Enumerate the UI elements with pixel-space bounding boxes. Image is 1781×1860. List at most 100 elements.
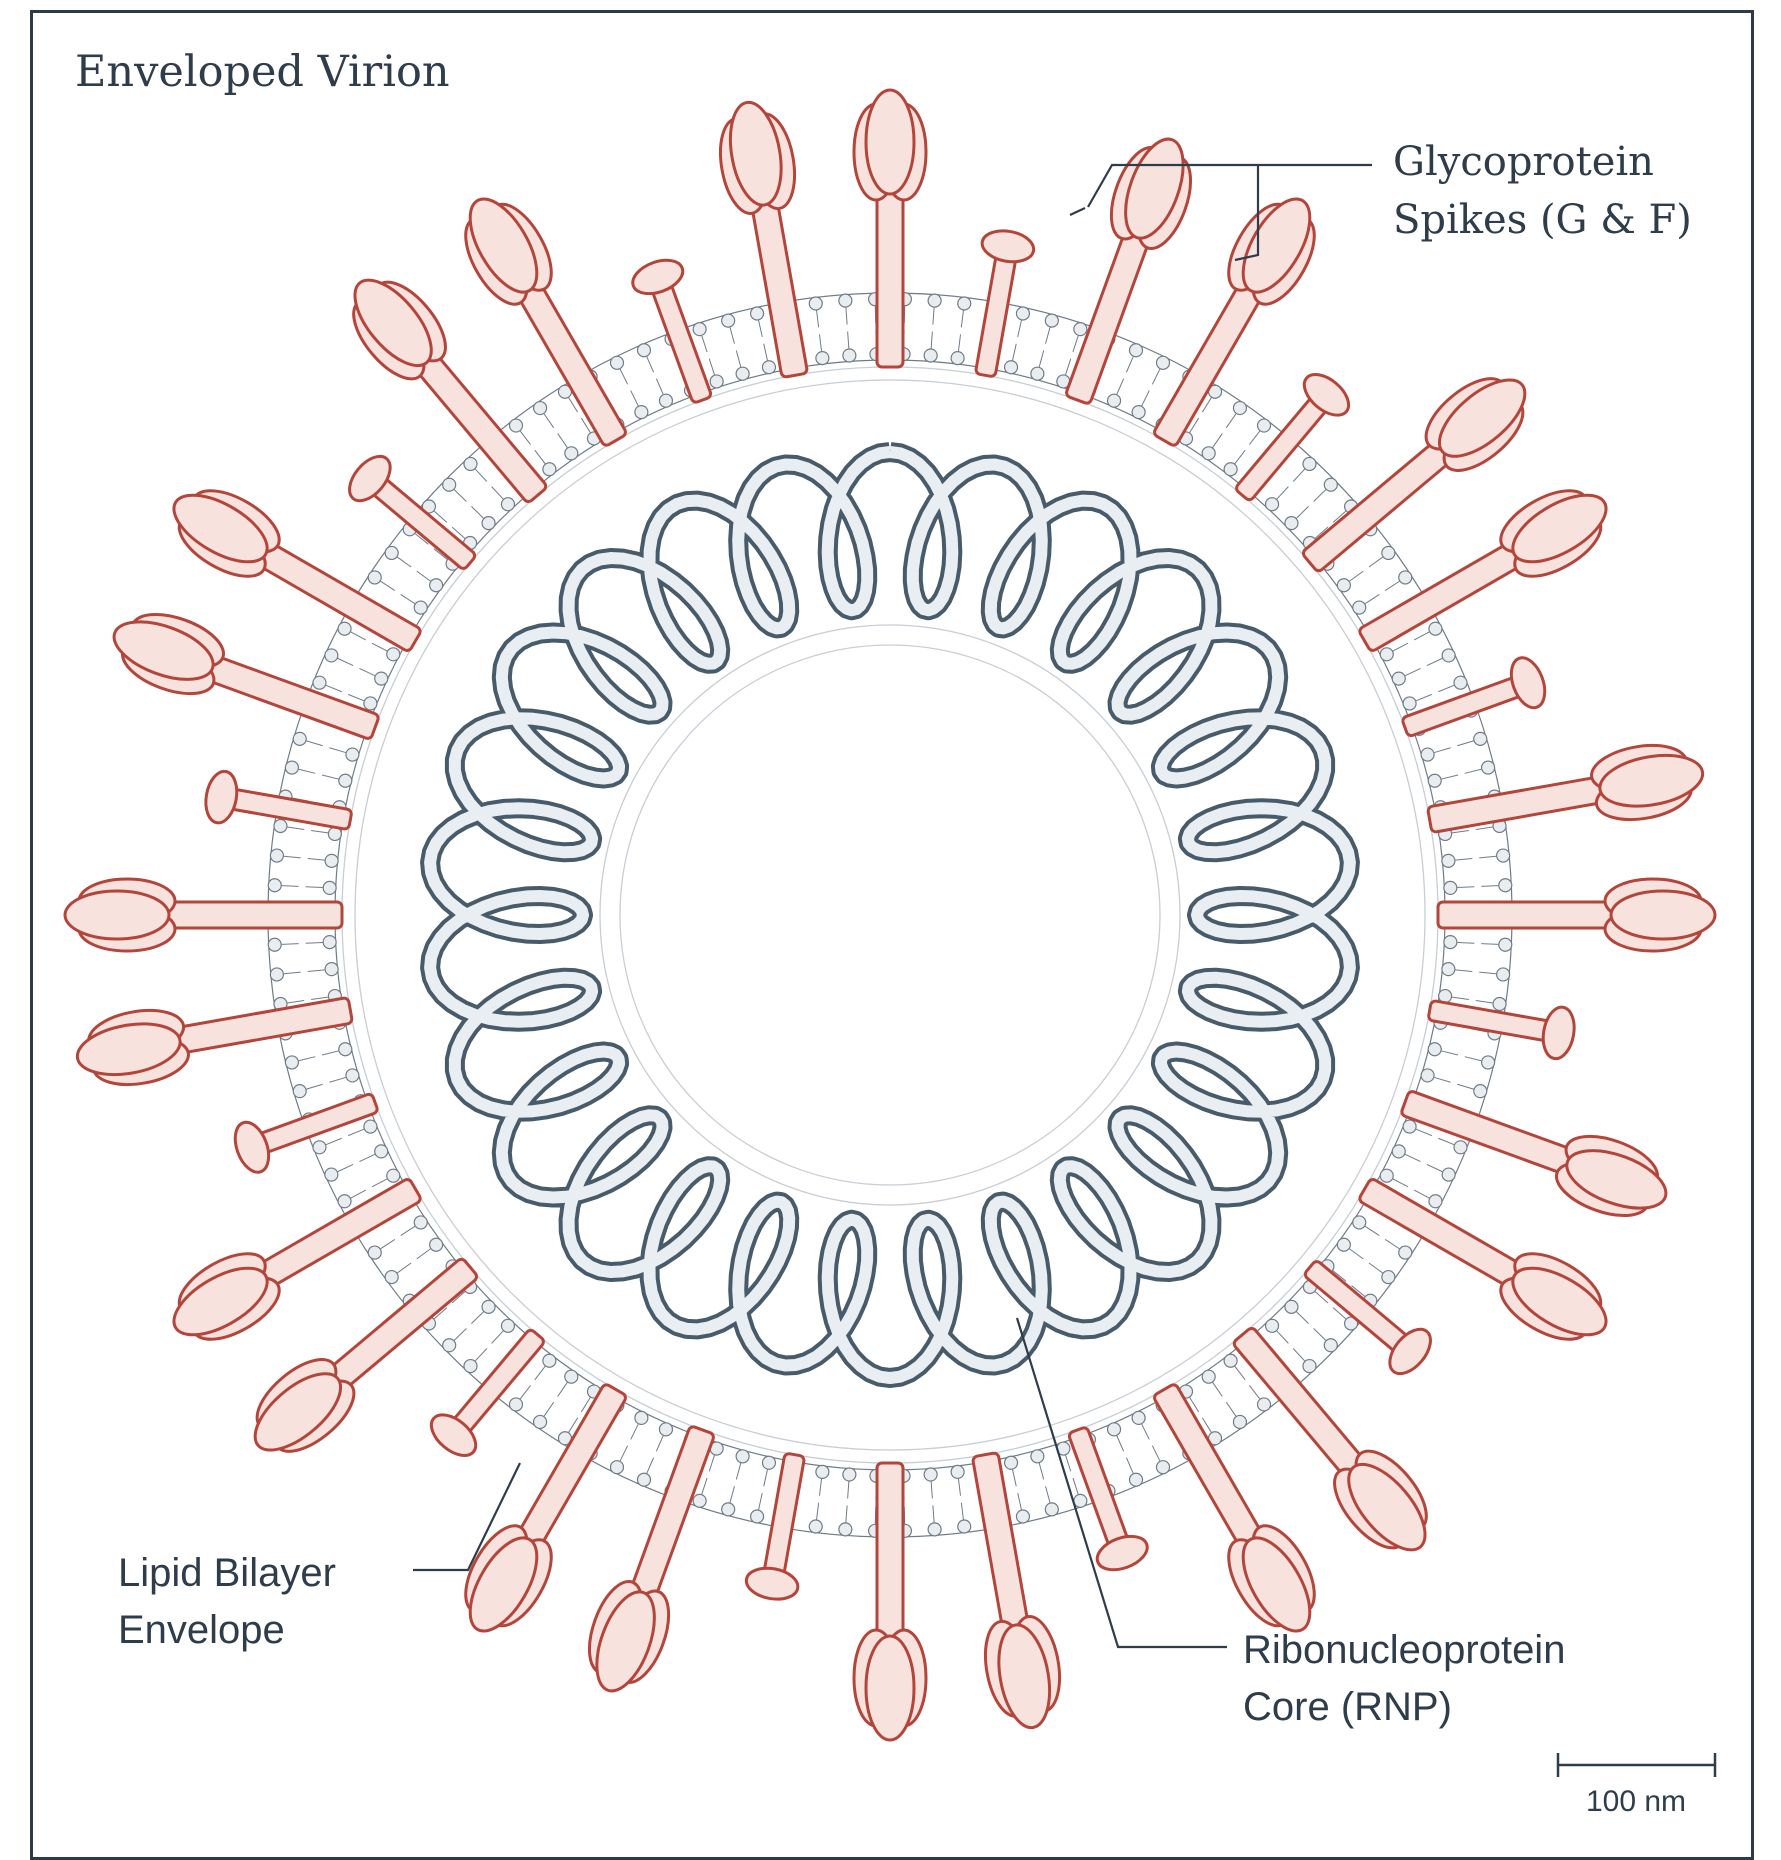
lipid-head-inner [816, 352, 829, 365]
lipid-tail [759, 320, 763, 337]
lipid-tail [1142, 1424, 1150, 1439]
lipid-head-inner [414, 601, 427, 614]
spike-head-small [1093, 1530, 1152, 1576]
lipid-tail [933, 308, 934, 325]
rnp-leader-line [1017, 1318, 1227, 1647]
lipid-head-inner [482, 1300, 495, 1313]
matrix-layer [342, 367, 1438, 1463]
lipid-tail [1152, 369, 1160, 384]
lipid-head-inner [951, 1465, 964, 1478]
spike-head-small [744, 1564, 800, 1603]
lipid-head-inner [325, 854, 338, 867]
lipid-tail [961, 1503, 963, 1520]
lipid-head-outer [1399, 1246, 1412, 1259]
spike-stalk [1235, 393, 1331, 502]
lipid-tail [647, 1458, 654, 1474]
lipid-tail [287, 827, 304, 829]
lipid-head-outer [1474, 732, 1487, 745]
lipid-tail [306, 741, 322, 746]
lipid-tail [1481, 886, 1498, 887]
lipid-head-inner [1202, 1370, 1215, 1383]
lipid-tail [372, 1179, 387, 1187]
lipid-head-outer [809, 297, 822, 310]
spike-stalk [450, 1328, 546, 1437]
lipid-head-inner [659, 1423, 672, 1436]
lipid-head-outer [958, 297, 971, 310]
lipid-head-inner [1266, 1319, 1279, 1332]
lipid-tail [1073, 1478, 1078, 1494]
lipid-tail [311, 830, 328, 832]
spike-stalk [975, 250, 1016, 377]
lipid-head-inner [1444, 881, 1457, 894]
lipid-tail [1365, 594, 1379, 603]
lipid-tail [348, 1129, 364, 1135]
lipid-head-outer [313, 1141, 326, 1154]
lipid-tail [1452, 997, 1469, 999]
lipid-head-inner [1421, 748, 1434, 761]
lipid-head-inner [1353, 1216, 1366, 1229]
lipid-tail [308, 970, 325, 972]
lipid-head-inner [816, 1465, 829, 1478]
lipid-tail [1296, 506, 1308, 518]
lipid-head-outer [325, 1168, 338, 1181]
lipid-tail [282, 886, 299, 887]
lipid-tail [558, 434, 568, 448]
lipid-tail [544, 1402, 554, 1416]
lipid-tail [492, 487, 504, 499]
spike-head-small [202, 769, 241, 825]
lipid-head-outer [693, 323, 706, 336]
lipid-tail [372, 643, 387, 651]
g-protein-spike [71, 975, 356, 1094]
lipid-head-inner [659, 394, 672, 407]
lipid-head-inner [762, 1456, 775, 1469]
lipid-tail [736, 351, 740, 367]
lipid-tail [1427, 1164, 1442, 1171]
spike-stalk [763, 1453, 804, 1580]
lipid-tail [1457, 942, 1474, 943]
lipid-tail [958, 1479, 960, 1496]
lipid-head-outer [443, 478, 456, 491]
lipid-head-inner [1285, 517, 1298, 530]
lipid-head-inner [1031, 1450, 1044, 1463]
lipid-tail [1452, 830, 1469, 832]
lipid-tail [329, 748, 345, 753]
lipid-tail [846, 1505, 847, 1522]
lipid-tail [1213, 434, 1223, 448]
lipid-head-outer [1499, 938, 1512, 951]
lipid-tail [322, 1051, 339, 1055]
lipid-tail [1073, 336, 1078, 352]
lipid-head-outer [693, 1494, 706, 1507]
lipid-tail [1213, 1382, 1223, 1396]
lipid-head-inner [1266, 498, 1279, 511]
spike-head-center [1611, 891, 1715, 939]
lipid-head-inner [346, 748, 359, 761]
lipid-tail [1414, 632, 1429, 640]
lipid-tail [397, 557, 411, 567]
lipid-tail [1385, 581, 1399, 590]
lipid-head-outer [1130, 344, 1143, 357]
lipid-tail [1465, 769, 1482, 773]
lipid-head-outer [1454, 676, 1467, 689]
matrix-ring [355, 380, 1425, 1450]
lipid-tail [306, 887, 323, 888]
lipid-head-outer [722, 314, 735, 327]
lipid-tail [401, 1226, 415, 1235]
lipid-tail [1039, 351, 1043, 367]
spike-head-small [229, 1118, 275, 1177]
lipid-tail [1457, 1084, 1473, 1089]
lipid-tail [1365, 1226, 1379, 1235]
scale-bar-label: 100 nm [1586, 1785, 1686, 1818]
lipid-label-line1: Lipid Bilayer [118, 1551, 336, 1595]
g-protein-spike [950, 1448, 1069, 1733]
lipid-head-inner [951, 352, 964, 365]
lipid-tail [1314, 1329, 1326, 1341]
lipid-head-inner [1132, 406, 1145, 419]
lipid-tail [1465, 1057, 1482, 1061]
lipid-head-inner [1444, 936, 1457, 949]
lipid-head-outer [1429, 1195, 1442, 1208]
lipid-tail [329, 1077, 345, 1082]
lipid-tail [475, 469, 487, 481]
lipid-tail [620, 1446, 628, 1461]
lipid-tail [736, 1463, 740, 1479]
lipid-tail [475, 1349, 487, 1361]
